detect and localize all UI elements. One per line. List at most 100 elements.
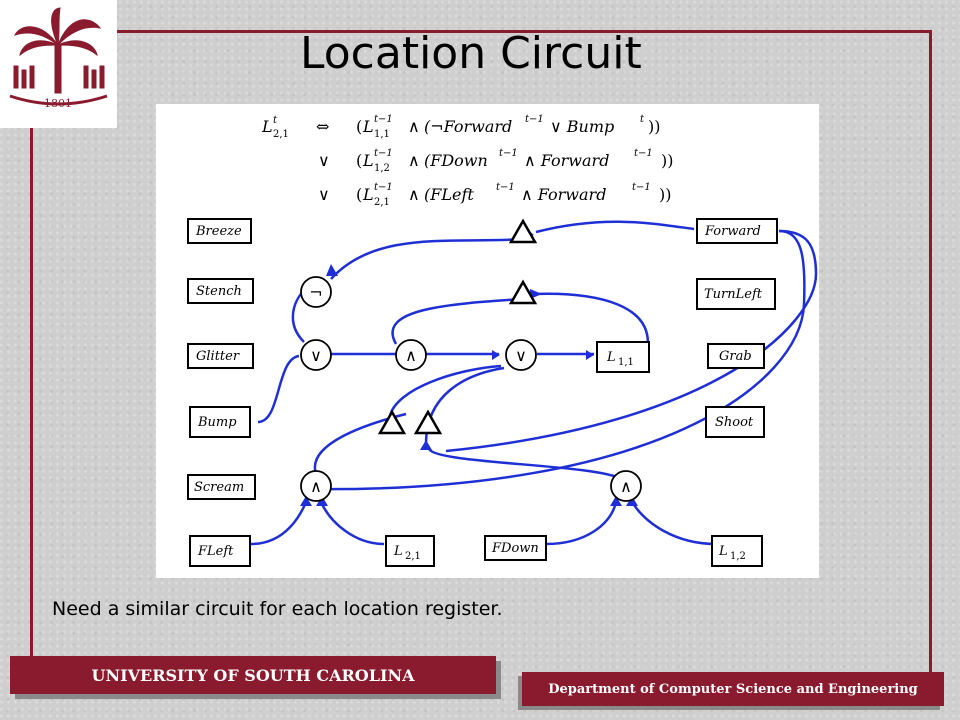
arrowheads bbox=[300, 228, 638, 506]
formula-or-3: ∨ bbox=[318, 185, 330, 204]
fdown-box bbox=[484, 535, 547, 561]
and-gate-lower-right-symbol: ∧ bbox=[620, 477, 632, 496]
formula-l2-close: )) bbox=[661, 151, 673, 170]
shoot-label: Shoot bbox=[715, 415, 754, 430]
formula-l1-reg-sup: t−1 bbox=[374, 114, 393, 125]
logo-year: 1801 bbox=[44, 97, 72, 110]
breeze-label: Breeze bbox=[195, 224, 242, 239]
wire-forward-to-del1 bbox=[535, 220, 695, 234]
formula-l3-tail: ∧ Forward bbox=[521, 185, 606, 204]
stench-box bbox=[187, 278, 254, 304]
l12-label-sub: 1,2 bbox=[730, 551, 746, 562]
glitter-box bbox=[187, 343, 254, 369]
delay-triangle-right bbox=[413, 409, 443, 435]
wire-l12-to-and2 bbox=[630, 501, 717, 546]
formula: L t 2,1 ⇔ ( L t−1 1,1 ∧ (¬Forward t−1 ∨ … bbox=[261, 114, 673, 208]
arrow-l11-in bbox=[586, 350, 594, 360]
l12-box bbox=[711, 535, 763, 567]
forward-label: Forward bbox=[704, 224, 761, 239]
grab-label: Grab bbox=[719, 349, 752, 364]
wire-del3-to-or bbox=[388, 364, 502, 417]
breeze-box bbox=[187, 218, 252, 244]
formula-l2-and: ∧ bbox=[408, 151, 420, 170]
caption-text: Need a similar circuit for each location… bbox=[52, 598, 503, 620]
wire-del1-to-not bbox=[330, 237, 524, 280]
fleft-label: FLeft bbox=[197, 544, 234, 559]
l11-label-sub: 1,1 bbox=[618, 357, 634, 368]
wire-forward-to-and2 bbox=[445, 229, 818, 453]
and-gate-lower-left bbox=[300, 470, 332, 502]
l11-label: L bbox=[606, 350, 616, 365]
formula-l2-body: (FDown bbox=[424, 151, 488, 170]
and-gate-lower-left-symbol: ∧ bbox=[310, 477, 322, 496]
arrow-del2-in bbox=[530, 289, 542, 299]
shoot-box bbox=[705, 406, 765, 438]
not-gate-symbol: ¬ bbox=[309, 283, 322, 302]
formula-paren-open-1: ( bbox=[356, 117, 362, 136]
formula-l1-and: ∧ bbox=[408, 117, 420, 136]
formula-l3-reg: L bbox=[362, 185, 374, 204]
or-gate-left-symbol: ∨ bbox=[310, 346, 322, 365]
l11-box bbox=[596, 341, 650, 373]
page-title: Location Circuit bbox=[300, 28, 642, 79]
formula-l2-reg-sup: t−1 bbox=[374, 148, 393, 159]
formula-l2-tail-sup: t−1 bbox=[634, 148, 653, 159]
formula-lhs-sup: t bbox=[273, 115, 278, 126]
stench-label: Stench bbox=[196, 284, 242, 299]
formula-l1-body: (¬Forward bbox=[424, 117, 512, 136]
turnleft-box bbox=[696, 278, 776, 310]
formula-iff: ⇔ bbox=[316, 117, 329, 136]
arrow-and2-in-b bbox=[626, 496, 638, 506]
formula-paren-open-3: ( bbox=[356, 185, 362, 204]
formula-l1-tail-sup: t bbox=[640, 114, 645, 125]
arrow-del4-in bbox=[420, 440, 432, 450]
frame-top-line bbox=[117, 30, 932, 33]
arrow-and1-in-a bbox=[300, 496, 312, 506]
arrow-not-in bbox=[326, 264, 338, 276]
wire-and2-to-del4 bbox=[427, 448, 622, 481]
formula-l3-reg-sub: 2,1 bbox=[374, 197, 390, 208]
formula-l3-body-sup: t−1 bbox=[496, 182, 515, 193]
and-gate-middle-symbol: ∧ bbox=[405, 346, 417, 365]
or-gate-right bbox=[505, 339, 537, 371]
footer-department: Department of Computer Science and Engin… bbox=[522, 672, 944, 706]
formula-l1-close: )) bbox=[648, 117, 660, 136]
frame-left-line bbox=[30, 128, 33, 658]
footer-university: UNIVERSITY OF SOUTH CAROLINA bbox=[10, 656, 496, 694]
formula-l3-body: (FLeft bbox=[424, 185, 474, 204]
or-gate-left bbox=[300, 339, 332, 371]
forward-box bbox=[696, 218, 778, 244]
fdown-label: FDown bbox=[491, 541, 539, 556]
l21-label: L bbox=[393, 544, 403, 559]
delay-triangle-top bbox=[508, 218, 538, 244]
turnleft-label: TurnLeft bbox=[704, 287, 763, 302]
wire-l11-to-del2 bbox=[533, 292, 650, 353]
formula-paren-open-2: ( bbox=[356, 151, 362, 170]
and-gate-lower-right bbox=[610, 470, 642, 502]
formula-l1-tail: ∨ Bump bbox=[550, 117, 614, 136]
fleft-box bbox=[189, 535, 251, 567]
l21-box bbox=[385, 535, 435, 567]
wire-forward-to-and1 bbox=[305, 229, 806, 491]
gates: ¬ ∨ ∧ ∨ ∧ ∧ bbox=[300, 276, 642, 502]
delay-triangle-upper bbox=[508, 279, 538, 305]
formula-l1-body-sup: t−1 bbox=[525, 114, 544, 125]
formula-l2-reg: L bbox=[362, 151, 374, 170]
and-gate-middle bbox=[395, 339, 427, 371]
formula-l3-close: )) bbox=[659, 185, 671, 204]
right-inputs: Forward TurnLeft Grab Shoot L 1,2 bbox=[696, 218, 778, 567]
glitter-label: Glitter bbox=[196, 349, 240, 364]
wire-bump-to-or bbox=[257, 354, 300, 424]
wire-fleft-to-and1 bbox=[250, 501, 308, 546]
circuit-diagram: L t 2,1 ⇔ ( L t−1 1,1 ∧ (¬Forward t−1 ∨ … bbox=[156, 104, 819, 578]
circuit-svg: L t 2,1 ⇔ ( L t−1 1,1 ∧ (¬Forward t−1 ∨ … bbox=[187, 114, 818, 567]
formula-l2-body-sup: t−1 bbox=[499, 148, 518, 159]
wire-del2-to-and-gate bbox=[391, 297, 524, 345]
palmetto-seal-icon: 1801 bbox=[9, 7, 108, 110]
formula-lhs-sub: 2,1 bbox=[273, 129, 289, 140]
formula-l3-and: ∧ bbox=[408, 185, 420, 204]
formula-l2-tail: ∧ Forward bbox=[524, 151, 609, 170]
arrow-and2-in-a bbox=[610, 496, 622, 506]
wire-fdown-to-and2 bbox=[545, 501, 618, 546]
formula-lhs: L bbox=[261, 117, 273, 136]
